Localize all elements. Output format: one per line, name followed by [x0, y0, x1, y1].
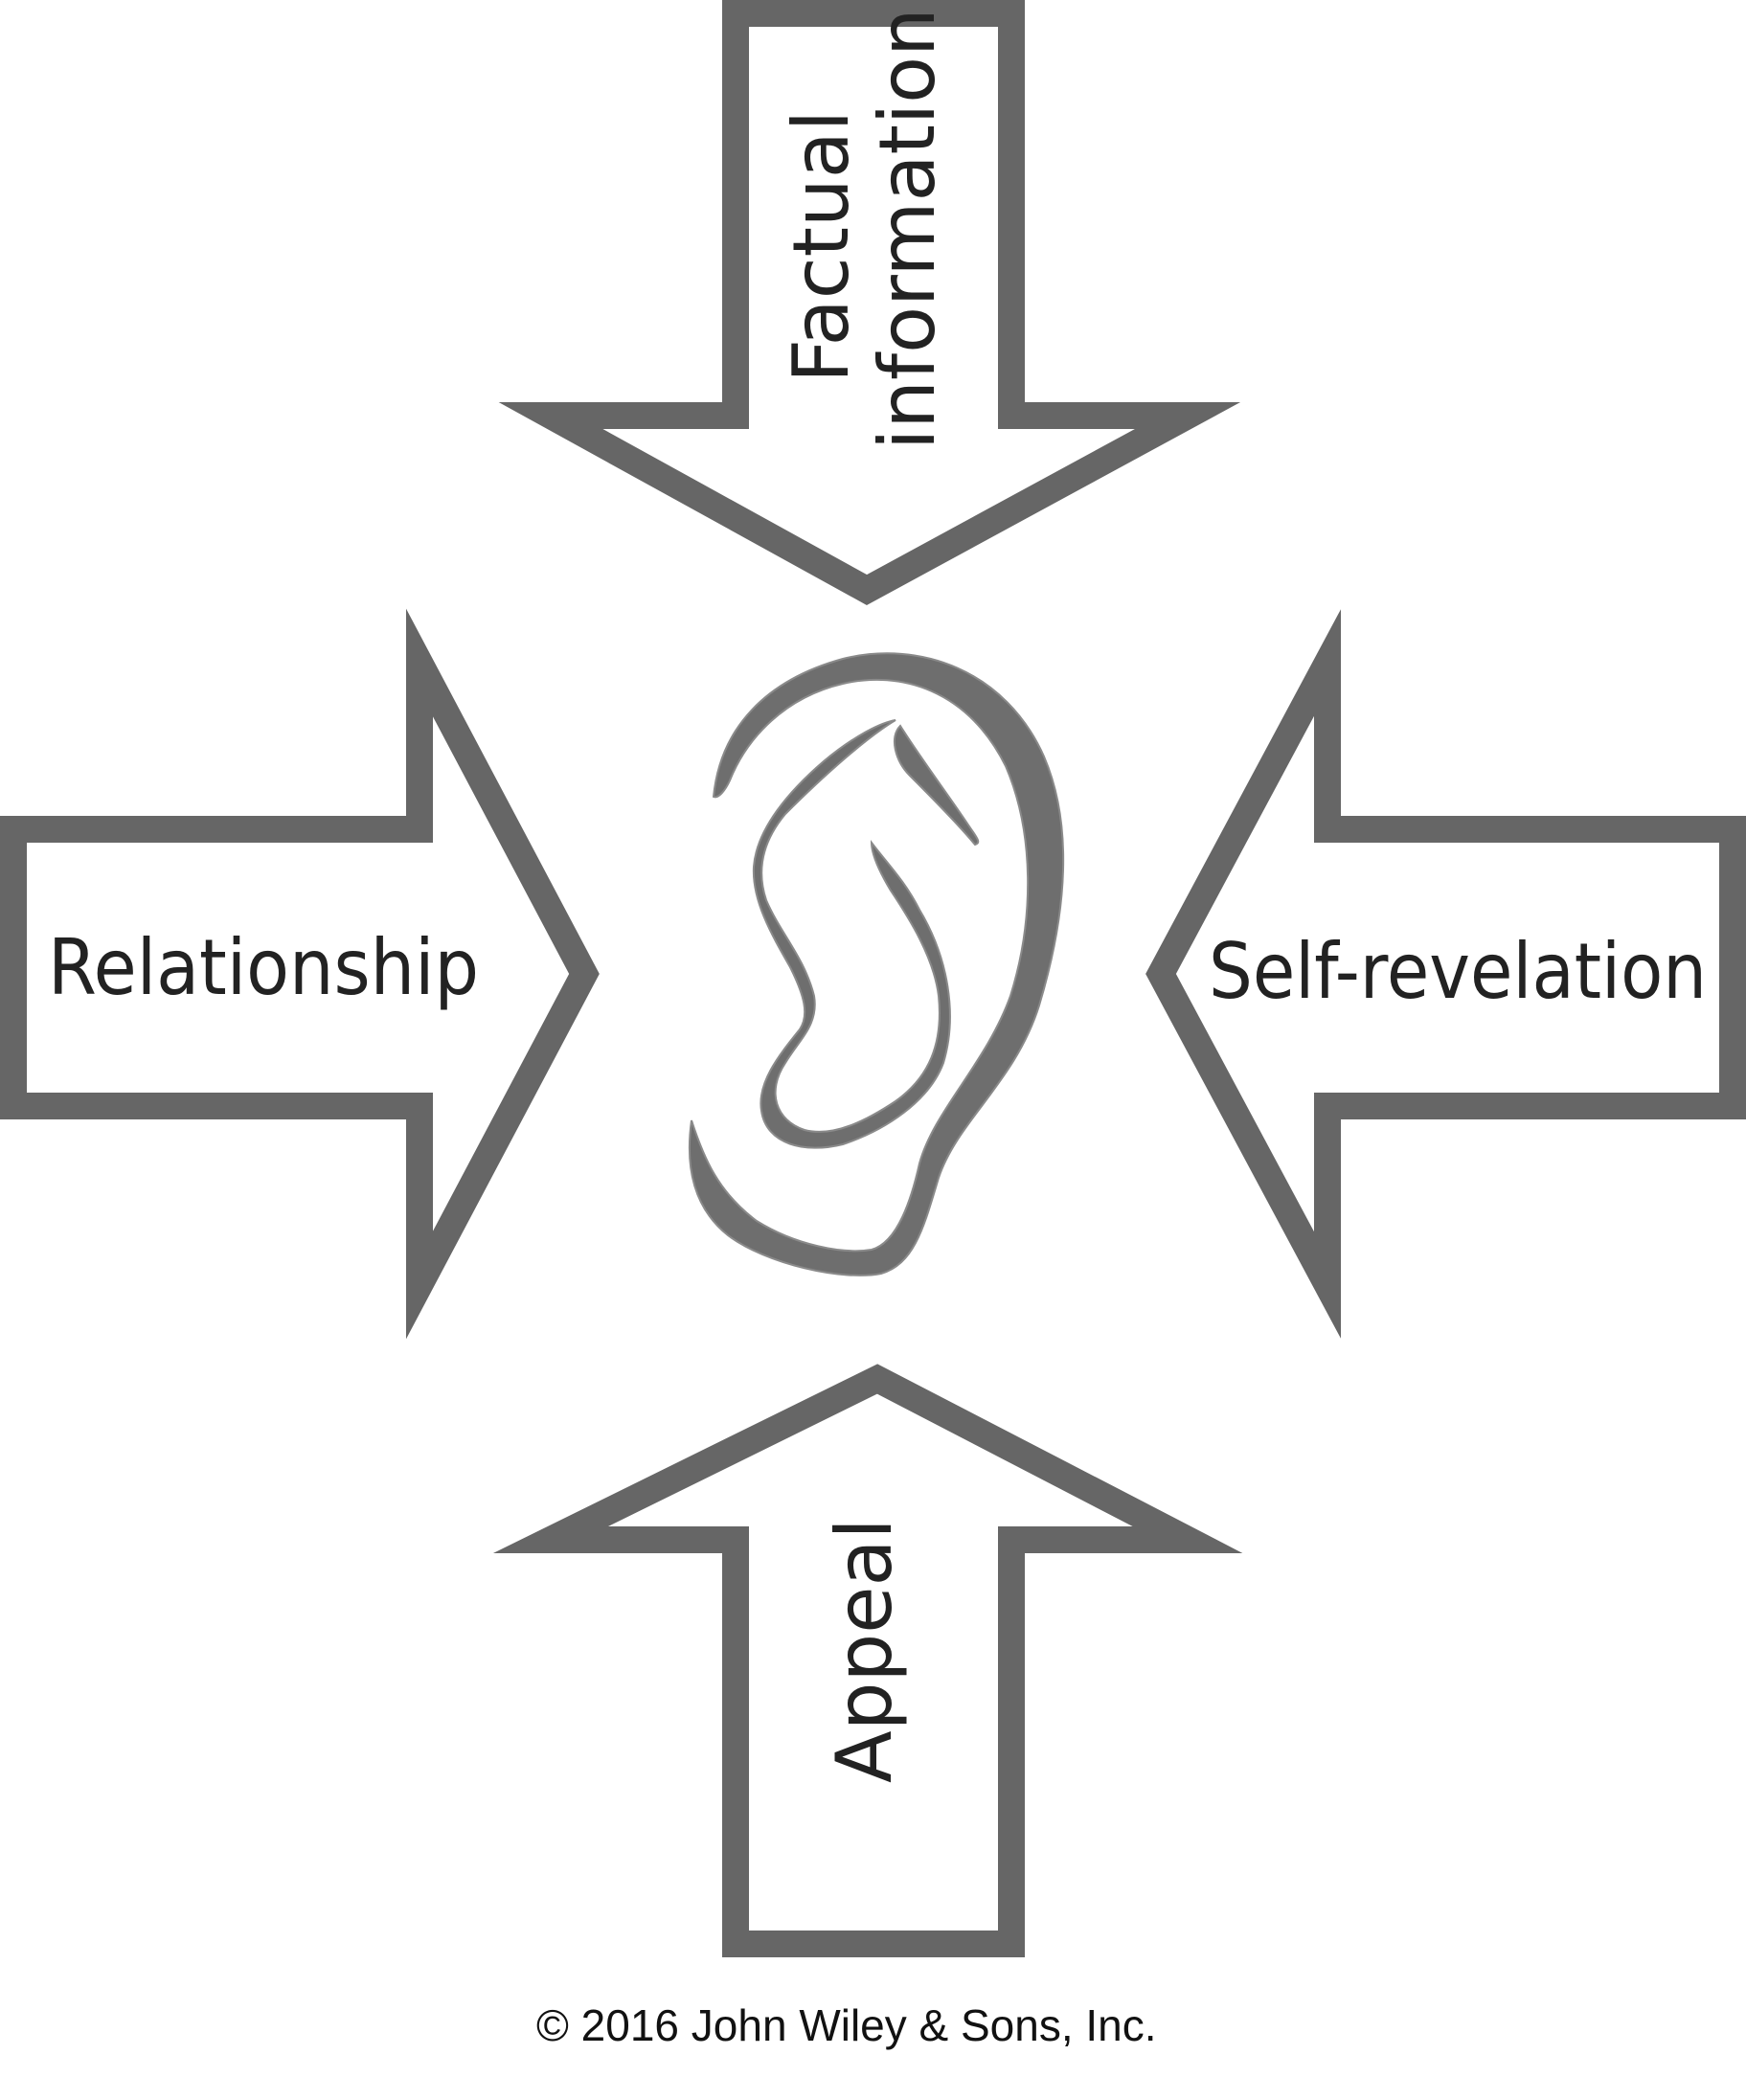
arrow-right-self-revelation: Self-revelation [1145, 609, 1746, 1339]
label-bottom: Appeal [820, 1518, 909, 1783]
ear-icon [688, 652, 1065, 1276]
copyright-credit: © 2016 John Wiley & Sons, Inc. [536, 2000, 1157, 2050]
arrow-left-shape [0, 608, 600, 1340]
arrow-bottom-shape [492, 1364, 1243, 1957]
arrow-top-factual-information: Factual information [498, 0, 1241, 605]
label-top-line1: Factual [777, 110, 866, 383]
ear-concha [893, 724, 980, 847]
arrow-left-relationship: Relationship [0, 608, 600, 1340]
ear-antihelix [752, 719, 951, 1149]
label-right: Self-revelation [1209, 927, 1707, 1016]
arrow-right-shape [1145, 609, 1746, 1339]
arrow-top-shape [498, 0, 1241, 605]
label-top-line2: information [863, 8, 952, 450]
label-left: Relationship [48, 923, 479, 1012]
ear-outer-helix [688, 652, 1065, 1276]
arrow-bottom-appeal: Appeal [492, 1364, 1243, 1957]
